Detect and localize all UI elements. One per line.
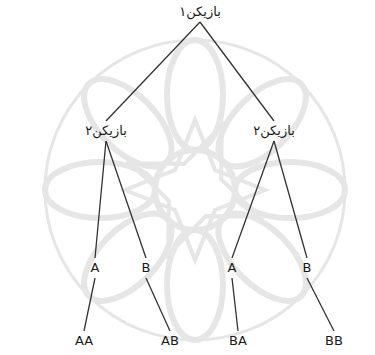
move-label: B: [139, 259, 154, 277]
node-text: بازیکن۲: [85, 123, 127, 139]
node-text: A: [91, 260, 100, 276]
player-label: بازیکن۲: [250, 122, 298, 140]
node-text: BA: [229, 333, 247, 349]
node-text: بازیکن۱: [179, 4, 221, 20]
node-text: A: [228, 260, 237, 276]
tree-branch: [146, 278, 170, 331]
tree-branch: [232, 278, 238, 331]
player-label: بازیکن۱: [176, 3, 224, 21]
tree-branch: [200, 22, 274, 121]
outcome-label: AA: [72, 332, 96, 350]
node-text: BB: [325, 333, 343, 349]
node-text: B: [303, 260, 312, 276]
tree-branch: [84, 278, 95, 331]
move-label: A: [225, 259, 240, 277]
outcome-label: BB: [322, 332, 346, 350]
node-text: AB: [161, 333, 179, 349]
outcome-label: AB: [158, 332, 182, 350]
node-text: B: [142, 260, 151, 276]
tree-branch: [307, 278, 334, 331]
tree-branch: [95, 141, 106, 258]
player-label: بازیکن۲: [82, 122, 130, 140]
node-text: بازیکن۲: [253, 123, 295, 139]
tree-branch: [274, 141, 307, 258]
tree-branch: [106, 141, 146, 258]
outcome-label: BA: [226, 332, 250, 350]
move-label: A: [88, 259, 103, 277]
node-text: AA: [75, 333, 93, 349]
tree-branch: [232, 141, 274, 258]
tree-branch: [106, 22, 200, 121]
move-label: B: [300, 259, 315, 277]
